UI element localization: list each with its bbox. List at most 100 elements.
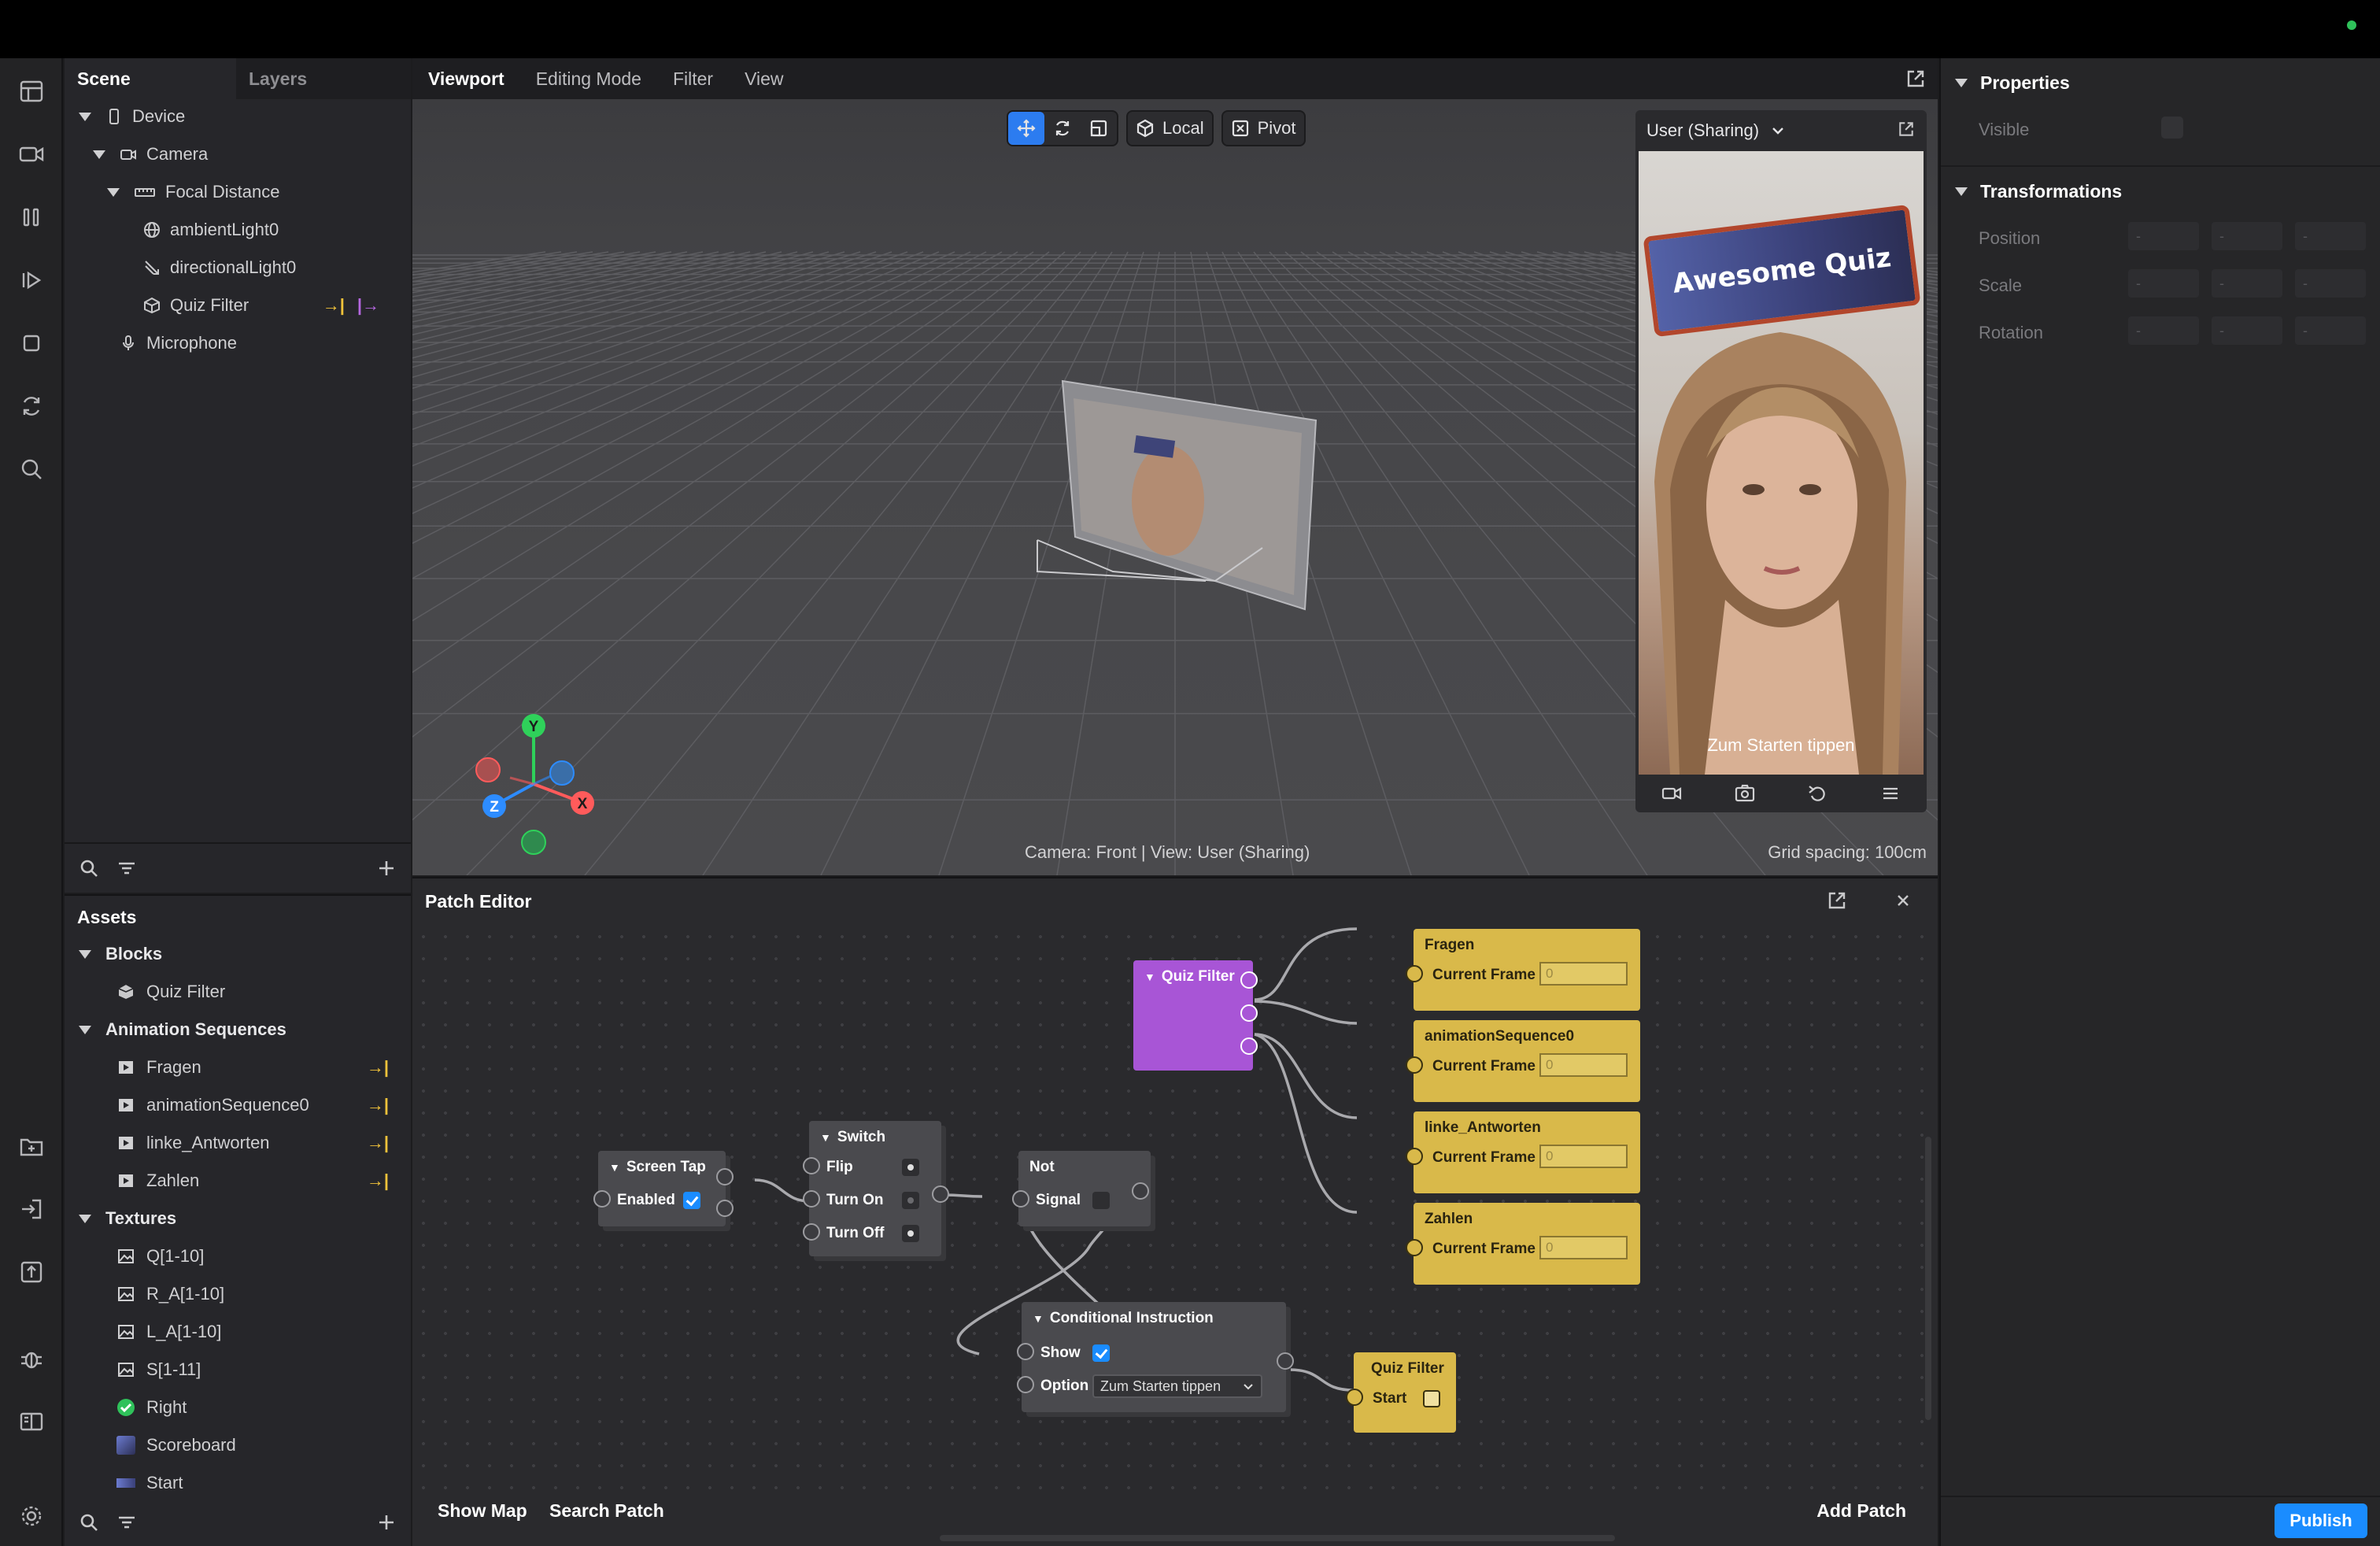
scale-tool-button[interactable] [1081,112,1117,145]
start-port[interactable] [1346,1389,1363,1406]
asset-item-texture[interactable]: S[1-11] [116,1351,201,1389]
tree-item-camera[interactable]: Camera [93,135,208,173]
asset-item-texture[interactable]: Start [116,1464,183,1502]
output-port[interactable] [1240,971,1258,989]
pivot-toggle[interactable]: Pivot [1221,110,1306,146]
video-camera-icon[interactable] [14,137,49,172]
asset-item-texture[interactable]: Q[1-10] [116,1237,204,1275]
search-patch-button[interactable]: Search Patch [549,1500,664,1521]
axis-neg-y-handle[interactable] [521,830,546,855]
linke-antworten-patch[interactable]: linke_Antworten Current Frame 0 [1406,1111,1640,1193]
restart-icon[interactable] [1807,783,1828,804]
signal-input-port[interactable] [1012,1190,1029,1208]
patch-arrows[interactable]: →| |→ [323,295,379,316]
output-port[interactable] [932,1185,949,1203]
output-port[interactable] [1132,1182,1149,1200]
expand-triangle-icon[interactable] [79,112,91,121]
expand-triangle-icon[interactable] [93,150,105,159]
add-icon[interactable] [376,858,397,878]
asset-item-texture[interactable]: Right [116,1389,187,1426]
asset-item-animation-sequence0[interactable]: animationSequence0 →| [116,1086,400,1124]
filter-icon[interactable] [116,1512,137,1533]
stop-icon[interactable] [14,326,49,361]
search-icon[interactable] [14,452,49,486]
patch-in-arrow-icon[interactable]: →| [366,1133,389,1152]
add-folder-icon[interactable] [14,1129,49,1163]
show-map-button[interactable]: Show Map [438,1500,527,1521]
current-frame-port[interactable] [1406,1056,1423,1074]
vertical-scrollbar[interactable] [1925,1137,1931,1420]
output-port[interactable] [1277,1352,1294,1370]
upload-icon[interactable] [14,1255,49,1289]
tab-viewport[interactable]: Viewport [428,68,504,89]
properties-header[interactable]: Properties [1955,72,2070,94]
tab-scene[interactable]: Scene [65,58,236,99]
collapse-triangle-icon[interactable]: ▼ [1144,971,1155,983]
zahlen-patch[interactable]: Zahlen Current Frame 0 [1406,1203,1640,1285]
tree-item-device[interactable]: Device [79,98,185,135]
patch-canvas[interactable]: ▼Screen Tap Enabled ▼Switch Flip Turn On… [412,926,1938,1500]
publish-button[interactable]: Publish [2275,1503,2367,1538]
output-port[interactable] [1240,1004,1258,1022]
video-camera-icon[interactable] [1661,783,1682,804]
option-port[interactable] [1017,1376,1034,1393]
switch-patch[interactable]: ▼Switch Flip Turn On Turn Off [803,1121,949,1256]
asset-group-animation-sequences[interactable]: Animation Sequences [79,1011,286,1049]
expand-triangle-icon[interactable] [107,187,120,197]
move-tool-button[interactable] [1008,112,1044,145]
patch-in-arrow-icon[interactable]: →| [366,1095,389,1115]
enabled-checkbox[interactable] [683,1192,700,1209]
switch-camera-icon[interactable] [1735,783,1755,804]
current-frame-input[interactable]: 0 [1539,1053,1628,1077]
screen-tap-patch[interactable]: ▼Screen Tap Enabled [593,1151,734,1226]
output-port[interactable] [1240,1037,1258,1055]
chevron-down-icon[interactable] [1770,123,1786,139]
asset-item-texture[interactable]: Scoreboard [116,1426,236,1464]
current-frame-input[interactable]: 0 [1539,1236,1628,1259]
axis-neg-z-handle[interactable] [549,760,575,786]
quiz-filter-output-patch[interactable]: ▼Quiz Filter [1133,960,1258,1071]
local-button[interactable]: Local [1128,112,1212,145]
popout-icon[interactable] [1897,120,1916,139]
refresh-icon[interactable] [14,389,49,423]
rotation-x-field[interactable]: - [2128,316,2199,345]
rotation-z-field[interactable]: - [2295,316,2366,345]
preview-selector[interactable]: User (Sharing) [1646,120,1760,140]
rotate-tool-button[interactable] [1044,112,1081,145]
add-patch-button[interactable]: Add Patch [1816,1500,1906,1521]
close-icon[interactable] [1892,890,1914,912]
import-icon[interactable] [14,1192,49,1226]
current-frame-input[interactable]: 0 [1539,1145,1628,1168]
expand-triangle-icon[interactable] [79,949,91,959]
pivot-button[interactable]: Pivot [1223,112,1304,145]
tree-item-microphone[interactable]: Microphone [120,324,237,362]
gear-icon[interactable] [14,1499,49,1533]
show-checkbox[interactable] [1092,1344,1110,1362]
play-step-icon[interactable] [14,263,49,298]
position-y-field[interactable]: - [2212,222,2282,250]
position-x-field[interactable]: - [2128,222,2199,250]
add-icon[interactable] [376,1512,397,1533]
collapse-triangle-icon[interactable]: ▼ [820,1131,831,1144]
asset-group-blocks[interactable]: Blocks [79,935,162,973]
quiz-filter-input-patch[interactable]: Quiz Filter Start [1346,1352,1456,1433]
flip-port[interactable] [803,1157,820,1174]
horizontal-scrollbar[interactable] [940,1535,1615,1541]
current-frame-port[interactable] [1406,1239,1423,1256]
asset-item-fragen[interactable]: Fragen →| [116,1049,400,1086]
patch-in-arrow-icon[interactable]: →| [322,295,345,315]
tab-layers[interactable]: Layers [249,68,308,89]
output-port[interactable] [716,1168,734,1185]
scale-y-field[interactable]: - [2212,269,2282,298]
asset-item-zahlen[interactable]: Zahlen →| [116,1162,400,1200]
show-port[interactable] [1017,1343,1034,1360]
pause-icon[interactable] [14,200,49,235]
visible-checkbox[interactable] [2161,117,2183,139]
tree-item-ambient-light[interactable]: ambientLight0 [143,211,279,249]
turn-off-pulse-button[interactable] [902,1225,919,1242]
fragen-patch[interactable]: Fragen Current Frame 0 [1406,929,1640,1011]
turn-on-pulse-button[interactable] [902,1192,919,1209]
asset-item-texture[interactable]: R_A[1-10] [116,1275,224,1313]
book-icon[interactable] [14,1404,49,1439]
asset-item-quiz-filter[interactable]: Quiz Filter [116,973,225,1011]
